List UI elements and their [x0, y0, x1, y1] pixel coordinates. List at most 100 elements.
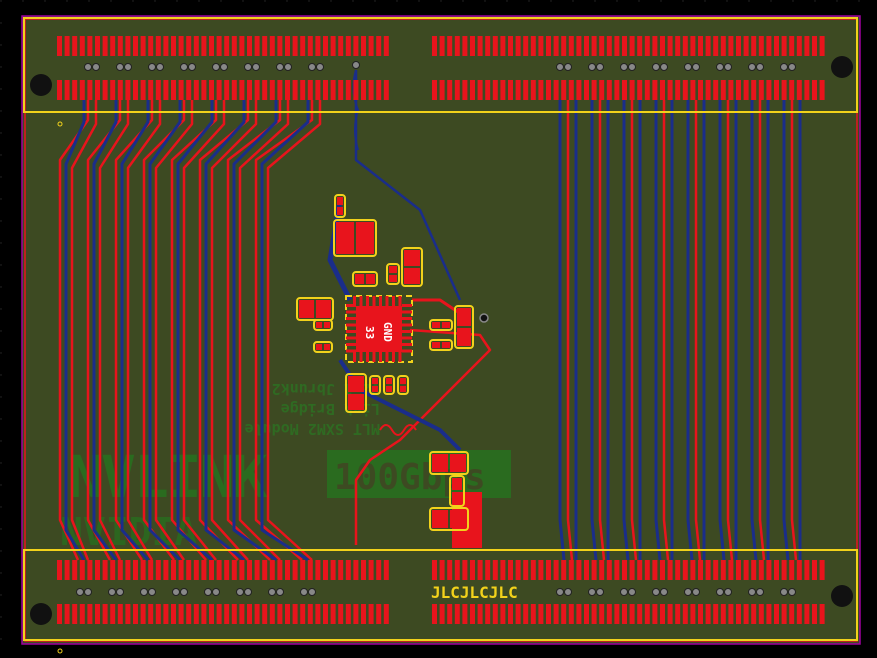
trace-bottom[interactable] — [120, 100, 150, 561]
connector-pad[interactable] — [148, 80, 154, 100]
connector-pad[interactable] — [652, 604, 658, 624]
connector-pad[interactable] — [300, 36, 306, 56]
trace-top[interactable] — [98, 100, 130, 561]
via[interactable] — [76, 588, 84, 596]
connector-pad[interactable] — [477, 36, 483, 56]
connector-pad[interactable] — [682, 560, 688, 580]
connector-pad[interactable] — [698, 80, 703, 100]
via[interactable] — [268, 588, 276, 596]
connector-pad[interactable] — [538, 604, 544, 624]
connector-pad[interactable] — [454, 80, 460, 100]
trace-top[interactable] — [210, 100, 258, 561]
connector-pad[interactable] — [652, 560, 658, 580]
connector-pad[interactable] — [178, 80, 184, 100]
via[interactable] — [788, 588, 796, 596]
part-pad[interactable] — [432, 342, 440, 348]
smd-part[interactable] — [334, 194, 346, 218]
connector-pad[interactable] — [614, 80, 620, 100]
connector-pad[interactable] — [751, 36, 757, 56]
via[interactable] — [692, 588, 700, 596]
connector-pad[interactable] — [148, 36, 154, 56]
connector-pad[interactable] — [690, 80, 696, 100]
part-pad[interactable] — [432, 510, 448, 528]
connector-pad[interactable] — [477, 560, 483, 580]
connector-pad[interactable] — [796, 80, 802, 100]
connector-pad[interactable] — [660, 36, 665, 56]
connector-pad[interactable] — [743, 36, 749, 56]
connector-pad[interactable] — [95, 604, 100, 624]
connector-pad[interactable] — [584, 36, 589, 56]
connector-pad[interactable] — [675, 36, 681, 56]
connector-pad[interactable] — [774, 604, 779, 624]
connector-pad[interactable] — [447, 80, 453, 100]
via[interactable] — [204, 588, 212, 596]
connector-pad[interactable] — [447, 36, 453, 56]
part-pad[interactable] — [324, 344, 330, 350]
connector-pad[interactable] — [95, 80, 100, 100]
connector-pad[interactable] — [576, 604, 582, 624]
part-pad[interactable] — [386, 378, 392, 384]
connector-pad[interactable] — [530, 80, 536, 100]
connector-pad[interactable] — [728, 36, 734, 56]
part-outline[interactable] — [334, 194, 346, 218]
connector-pad[interactable] — [781, 560, 787, 580]
connector-pad[interactable] — [262, 604, 268, 624]
connector-pad[interactable] — [64, 560, 70, 580]
connector-pad[interactable] — [728, 604, 734, 624]
ic-pin[interactable] — [379, 352, 382, 362]
via[interactable] — [628, 63, 636, 71]
part-pad[interactable] — [452, 478, 462, 490]
trace-top[interactable] — [226, 100, 282, 561]
connector-pad[interactable] — [781, 80, 787, 100]
connector-pad[interactable] — [432, 36, 437, 56]
connector-pad[interactable] — [368, 36, 374, 56]
ic-pin[interactable] — [372, 352, 376, 362]
connector-pad[interactable] — [819, 604, 825, 624]
connector-pad[interactable] — [751, 604, 757, 624]
connector-pad[interactable] — [87, 604, 93, 624]
via[interactable] — [556, 588, 564, 596]
smd-part[interactable] — [449, 475, 465, 507]
ic-pin[interactable] — [402, 330, 412, 333]
connector-pad[interactable] — [508, 604, 513, 624]
via[interactable] — [596, 588, 604, 596]
connector-pad[interactable] — [789, 36, 795, 56]
trace-bottom[interactable] — [718, 100, 726, 561]
smd-part[interactable] — [369, 375, 381, 395]
connector-pad[interactable] — [163, 604, 169, 624]
ic-pin[interactable] — [402, 310, 412, 314]
connector-pad[interactable] — [690, 560, 696, 580]
via[interactable] — [276, 588, 284, 596]
connector-pad[interactable] — [201, 36, 207, 56]
connector-pad[interactable] — [819, 560, 825, 580]
part-outline[interactable] — [401, 247, 423, 287]
connector-pad[interactable] — [477, 80, 483, 100]
connector-pad[interactable] — [247, 36, 252, 56]
connector-pad[interactable] — [345, 560, 351, 580]
connector-pad[interactable] — [171, 80, 176, 100]
connector-pad[interactable] — [530, 604, 536, 624]
ic-pin[interactable] — [402, 349, 412, 353]
connector-pad[interactable] — [804, 36, 810, 56]
via[interactable] — [244, 63, 252, 71]
connector-pad[interactable] — [470, 604, 475, 624]
part-outline[interactable] — [345, 373, 367, 413]
part-pad[interactable] — [336, 222, 354, 254]
connector-pad[interactable] — [117, 80, 123, 100]
connector-pad[interactable] — [568, 604, 574, 624]
connector-pad[interactable] — [508, 560, 513, 580]
via[interactable] — [660, 63, 668, 71]
connector-pad[interactable] — [178, 560, 184, 580]
connector-pad[interactable] — [477, 604, 483, 624]
trace-top[interactable] — [379, 424, 417, 436]
connector-pad[interactable] — [368, 560, 374, 580]
connector-pad[interactable] — [140, 80, 146, 100]
part-pad[interactable] — [452, 492, 462, 504]
part-pad[interactable] — [337, 207, 343, 215]
connector-pad[interactable] — [72, 560, 78, 580]
connector-pad[interactable] — [110, 560, 116, 580]
trace-top[interactable] — [254, 100, 314, 561]
connector-pad[interactable] — [72, 604, 78, 624]
part-pad[interactable] — [337, 197, 343, 205]
connector-pad[interactable] — [553, 604, 559, 624]
